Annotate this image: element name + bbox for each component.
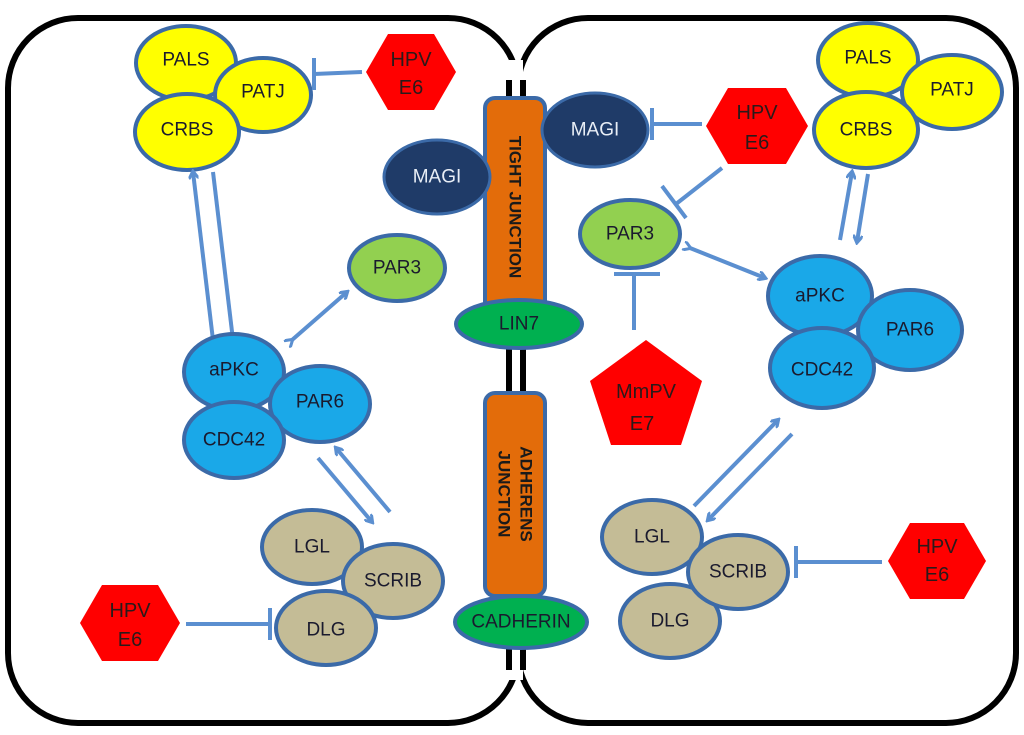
adherens-label-line1: ADHERENS	[517, 446, 536, 541]
left-dlg-label: DLG	[306, 620, 345, 641]
left-crbs-node	[133, 92, 241, 172]
right-patj-node	[900, 53, 1004, 131]
left-magi-node	[382, 138, 492, 216]
right-par3-label: PAR3	[606, 224, 654, 245]
right-lgl-label: LGL	[634, 527, 670, 548]
right-hpv-bottom-label: HPV	[916, 536, 958, 558]
left-arrow-scrib-to-par6	[336, 448, 392, 514]
left-par6-label: PAR6	[296, 392, 344, 413]
right-hpv-e6-bottom	[888, 523, 986, 599]
left-arrow-par6-to-scrib	[316, 456, 372, 522]
right-pals-label: PALS	[844, 48, 891, 69]
right-dlg-label: DLG	[650, 611, 689, 632]
e7-label: E7	[630, 413, 654, 435]
left-crbs-label: CRBS	[161, 120, 214, 141]
left-lgl-label: LGL	[294, 537, 330, 558]
left-lgl-node	[260, 508, 364, 586]
left-par3-node	[347, 233, 447, 303]
right-inhibition-hpv-par3	[674, 166, 724, 206]
left-cdc42-node	[182, 400, 286, 480]
left-arrow-par3-apkc	[292, 292, 347, 340]
right-dlg-node	[618, 582, 722, 660]
left-pals-label: PALS	[162, 50, 209, 71]
left-magi-label: MAGI	[413, 167, 462, 188]
right-inhibition-bar-par3	[660, 184, 688, 220]
cadherin-label: CADHERIN	[471, 612, 570, 633]
right-arrow-crbs-to-apkc	[857, 173, 870, 242]
right-arrow-par-to-scrib	[708, 432, 794, 520]
right-par6-label: PAR6	[886, 320, 934, 341]
right-hpv-e6-top	[706, 88, 808, 164]
right-magi-label: MAGI	[571, 120, 620, 141]
right-cdc42-label: CDC42	[791, 360, 853, 381]
right-crbs-label: CRBS	[840, 120, 893, 141]
left-cdc42-label: CDC42	[203, 430, 265, 451]
left-e6-top-label: E6	[399, 77, 423, 99]
mmpv-e7-pentagon	[590, 340, 702, 445]
left-par6-node	[268, 364, 372, 444]
left-e6-bottom-label: E6	[118, 629, 142, 651]
right-hpv-top-label: HPV	[736, 102, 778, 124]
tight-junction-label: TIGHT JUNCTION	[506, 136, 525, 279]
left-par3-label: PAR3	[373, 258, 421, 279]
left-scrib-node	[341, 542, 445, 620]
left-inhibition-hpv-patj	[313, 70, 363, 76]
left-hpv-e6-top	[366, 34, 456, 110]
right-lgl-node	[600, 498, 704, 576]
right-magi-node	[540, 91, 650, 169]
adherens-label-line2: JUNCTION	[495, 451, 514, 538]
right-par6-node	[856, 288, 964, 372]
right-crbs-node	[812, 90, 920, 170]
left-hpv-e6-bottom	[80, 585, 180, 661]
right-arrow-par3-apkc	[690, 248, 765, 278]
right-apkc-label: aPKC	[795, 286, 845, 307]
mmpv-label: MmPV	[616, 381, 677, 403]
right-par3-node	[578, 198, 682, 270]
right-e6-top-label: E6	[745, 132, 769, 154]
left-dlg-node	[274, 589, 378, 667]
lin7-label: LIN7	[499, 314, 539, 335]
left-hpv-top-label: HPV	[390, 49, 432, 71]
left-apkc-label: aPKC	[209, 360, 259, 381]
cadherin-node	[453, 594, 589, 650]
right-cdc42-node	[768, 326, 876, 410]
right-scrib-node	[686, 533, 790, 611]
left-arrow-apkc-to-crbs	[193, 172, 215, 341]
left-patj-label: PATJ	[241, 82, 285, 103]
right-arrow-apkc-to-crbs	[838, 172, 852, 241]
right-scrib-label: SCRIB	[709, 562, 767, 583]
left-patj-node	[213, 56, 313, 134]
left-scrib-label: SCRIB	[364, 571, 422, 592]
right-e6-bottom-label: E6	[925, 564, 949, 586]
left-arrow-crbs-to-apkc	[211, 171, 233, 340]
lin7-node	[454, 298, 584, 350]
right-arrow-scrib-to-par	[692, 420, 778, 508]
right-patj-label: PATJ	[930, 80, 974, 101]
left-hpv-bottom-label: HPV	[109, 600, 151, 622]
